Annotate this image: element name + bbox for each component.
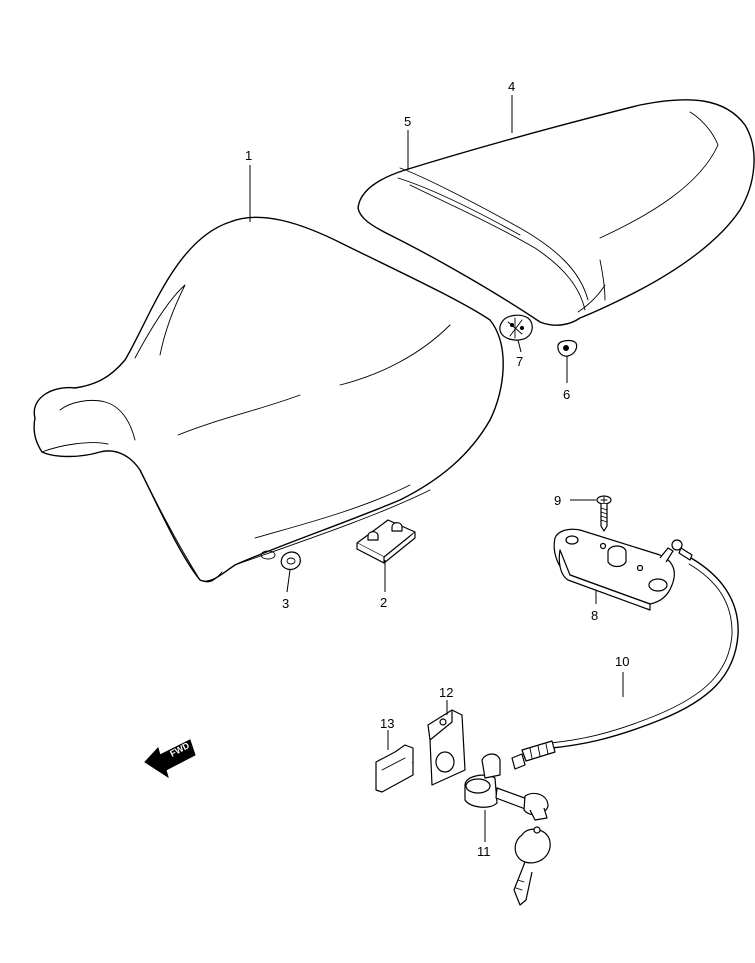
lock-clip	[375, 744, 414, 793]
lock-bracket	[427, 709, 466, 786]
front-seat	[33, 216, 504, 583]
cushion-stopper	[557, 339, 578, 357]
seat-lock-plate	[553, 528, 675, 611]
callout-2: 2	[380, 595, 387, 610]
callout-12: 12	[439, 685, 453, 700]
callout-11: 11	[477, 844, 491, 859]
rubber-grommet	[499, 314, 533, 341]
callout-6: 6	[563, 387, 570, 402]
callout-1: 1	[245, 148, 252, 163]
callout-9: 9	[554, 493, 561, 508]
leader-lines	[249, 95, 624, 842]
callout-4: 4	[508, 79, 515, 94]
seat-cushion	[280, 551, 301, 571]
rear-seat	[357, 99, 755, 326]
callout-8: 8	[591, 608, 598, 623]
callout-13: 13	[380, 716, 394, 731]
seat-lock-cable	[511, 539, 739, 770]
seat-bracket	[356, 519, 416, 564]
callout-5: 5	[404, 114, 411, 129]
callout-10: 10	[615, 654, 629, 669]
callout-labels: 1 5 4 7 6 3 2 9 8 10 11 12 13	[245, 79, 629, 859]
screw	[596, 495, 612, 532]
forward-direction-arrow: FWD	[144, 739, 196, 779]
callout-7: 7	[516, 354, 523, 369]
callout-3: 3	[282, 596, 289, 611]
seat-lock-set	[464, 753, 551, 906]
